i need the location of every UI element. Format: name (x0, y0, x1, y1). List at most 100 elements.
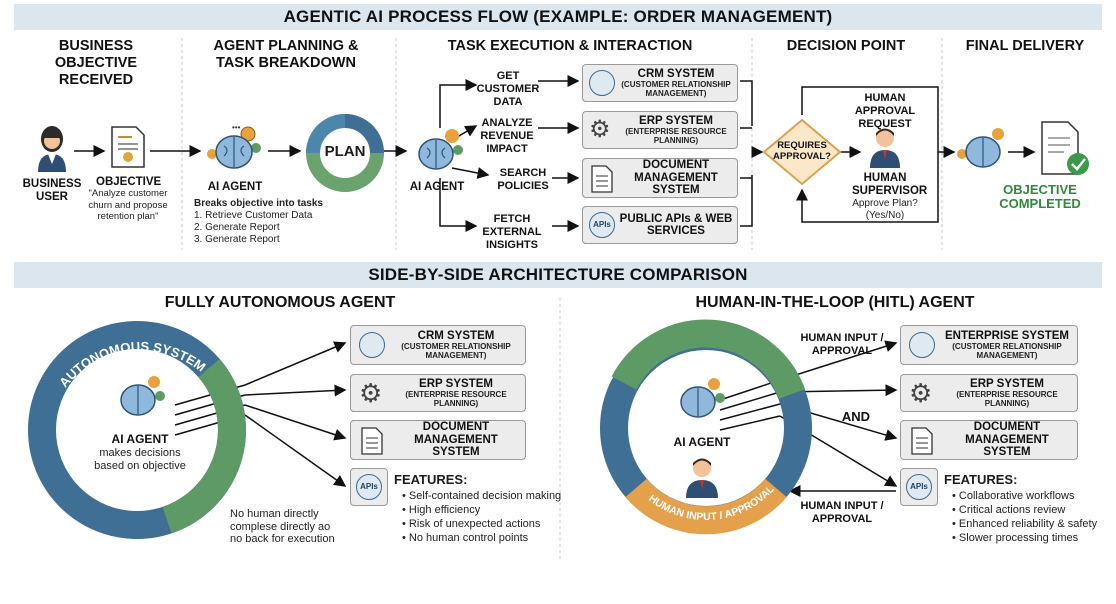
ai-agent-brain-icon (957, 128, 1004, 168)
autonomous-ring: AUTONOMOUS SYSTEM (28, 321, 246, 539)
ai-agent-brain-icon (120, 376, 165, 416)
public-apis-box: APIs PUBLIC APIs & WEB SERVICES (582, 206, 738, 244)
system-subtitle: (CUSTOMER RELATIONSHIP MANAGEMENT) (621, 80, 731, 99)
stage-title-decision: DECISION POINT (786, 38, 906, 54)
bottom-banner: SIDE-BY-SIDE ARCHITECTURE COMPARISON (14, 262, 1102, 288)
document-system-box: DOCUMENT MANAGEMENT SYSTEM (350, 420, 526, 460)
svg-text:•••: ••• (232, 123, 241, 132)
gear-icon: ⚙ (359, 378, 383, 408)
feature-item: High efficiency (402, 503, 562, 517)
system-title: ERP SYSTEM (639, 114, 713, 127)
task-item: 1. Retrieve Customer Data (194, 210, 313, 221)
api-globe-icon: APIs (356, 474, 382, 500)
ai-agent-label: AI AGENT (409, 181, 465, 193)
system-title: DOCUMENT MANAGEMENT SYSTEM (634, 159, 718, 197)
globe-icon (589, 70, 615, 96)
api-globe-icon: APIs (589, 212, 615, 238)
human-icon (686, 458, 718, 498)
decision-diamond (762, 118, 842, 186)
ai-agent-brain-icon (680, 378, 725, 418)
action-analyze-revenue: ANALYZE REVENUE IMPACT (480, 117, 534, 155)
gear-icon: ⚙ (909, 378, 933, 408)
feature-item: Critical actions review (952, 503, 1112, 517)
top-banner: AGENTIC AI PROCESS FLOW (EXAMPLE: ORDER … (14, 4, 1102, 30)
stage-title-execution: TASK EXECUTION & INTERACTION (447, 38, 693, 54)
features-title: FEATURES: (394, 472, 468, 487)
objective-title: OBJECTIVE (96, 176, 162, 188)
document-icon (911, 427, 933, 455)
ai-agent-brain-icon: ••• (207, 123, 261, 169)
system-title: ENTERPRISE SYSTEM (945, 329, 1069, 342)
objective-text: "Analyze customer churn and propose rete… (88, 188, 168, 222)
system-subtitle: (ENTERPRISE RESOURCE PLANNING) (956, 390, 1058, 409)
plan-label: PLAN (324, 143, 366, 160)
action-search-policies: SEARCH POLICIES (497, 167, 549, 192)
action-get-customer-data: GET CUSTOMER DATA (476, 70, 540, 108)
system-title: CRM SYSTEM (417, 329, 495, 342)
feature-item: No human control points (402, 531, 562, 545)
human-input-bottom: HUMAN INPUT / APPROVAL (800, 500, 884, 525)
ai-agent-label: AI AGENT (111, 432, 169, 446)
system-subtitle: (ENTERPRISE RESOURCE PLANNING) (405, 390, 507, 409)
hitl-ring: HUMAN INPUT / APPROVAL (600, 319, 812, 535)
erp-system-box: ⚙ ERP SYSTEM (ENTERPRISE RESOURCE PLANNI… (350, 374, 526, 412)
globe-icon (359, 332, 385, 358)
human-supervisor-icon (870, 128, 900, 168)
system-subtitle: (CUSTOMER RELATIONSHIP MANAGEMENT) (401, 342, 511, 361)
action-fetch-insights: FETCH EXTERNAL INSIGHTS (482, 213, 542, 251)
document-system-box: DOCUMENT MANAGEMENT SYSTEM (900, 420, 1078, 460)
objective-document-icon (111, 126, 145, 168)
document-system-box: DOCUMENT MANAGEMENT SYSTEM (582, 158, 738, 198)
and-label: AND (841, 409, 871, 424)
task-item: 3. Generate Report (194, 234, 280, 245)
stage-title-objective: BUSINESS OBJECTIVE RECEIVED (54, 38, 138, 88)
system-title: CRM SYSTEM (637, 67, 715, 80)
api-box: APIs (900, 468, 938, 506)
system-title: DOCUMENT MANAGEMENT SYSTEM (414, 421, 498, 459)
api-globe-icon: APIs (906, 474, 932, 500)
document-icon (591, 165, 613, 193)
system-title: PUBLIC APIs & WEB SERVICES (619, 212, 733, 238)
globe-icon (909, 332, 935, 358)
feature-item: Slower processing times (952, 531, 1112, 545)
objective-completed-label: OBJECTIVE COMPLETED (999, 182, 1081, 211)
enterprise-system-box: ENTERPRISE SYSTEM (CUSTOMER RELATIONSHIP… (900, 325, 1078, 365)
erp-system-box: ⚙ ERP SYSTEM (ENTERPRISE RESOURCE PLANNI… (582, 111, 738, 149)
agent-description: makes decisions based on objective (94, 447, 186, 472)
approval-request-label: HUMAN APPROVAL REQUEST (854, 92, 916, 130)
autonomous-note: No human directly complese directly ao n… (230, 508, 335, 545)
task-item: 2. Generate Report (194, 222, 280, 233)
system-title: ERP SYSTEM (970, 377, 1044, 390)
human-input-top: HUMAN INPUT / APPROVAL (800, 332, 884, 357)
crm-system-box: CRM SYSTEM (CUSTOMER RELATIONSHIP MANAGE… (582, 64, 738, 102)
gear-icon: ⚙ (589, 116, 611, 143)
stage-title-planning: AGENT PLANNING & TASK BREAKDOWN (213, 38, 359, 71)
approve-question: Approve Plan? (Yes/No) (852, 198, 918, 221)
stage-title-delivery: FINAL DELIVERY (965, 38, 1085, 54)
autonomous-title: FULLY AUTONOMOUS AGENT (164, 294, 396, 311)
ai-agent-brain-icon (418, 129, 463, 170)
plan-cycle-icon (306, 114, 384, 192)
features-list: Self-contained decision making High effi… (392, 489, 562, 545)
feature-item: Risk of unexpected actions (402, 517, 562, 531)
ai-agent-label: AI AGENT (207, 181, 263, 193)
business-user-icon (38, 126, 66, 172)
crm-system-box: CRM SYSTEM (CUSTOMER RELATIONSHIP MANAGE… (350, 325, 526, 365)
hitl-title: HUMAN-IN-THE-LOOP (HITL) AGENT (695, 294, 975, 311)
features-list: Collaborative workflows Critical actions… (942, 489, 1112, 545)
document-icon (361, 427, 383, 455)
feature-item: Self-contained decision making (402, 489, 562, 503)
decision-label: REQUIRES APPROVAL? (773, 140, 831, 162)
system-title: DOCUMENT MANAGEMENT SYSTEM (965, 421, 1049, 459)
breaks-title: Breaks objective into tasks (194, 198, 323, 209)
api-box: APIs (350, 468, 388, 506)
ai-agent-label: AI AGENT (673, 435, 731, 449)
features-title: FEATURES: (944, 472, 1018, 487)
feature-item: Collaborative workflows (952, 489, 1112, 503)
business-user-label: BUSINESS USER (22, 178, 82, 203)
completed-document-icon (1041, 121, 1089, 175)
system-title: ERP SYSTEM (419, 377, 493, 390)
supervisor-label: HUMAN SUPERVISOR (852, 172, 928, 197)
feature-item: Enhanced reliability & safety (952, 517, 1112, 531)
erp-system-box: ⚙ ERP SYSTEM (ENTERPRISE RESOURCE PLANNI… (900, 374, 1078, 412)
